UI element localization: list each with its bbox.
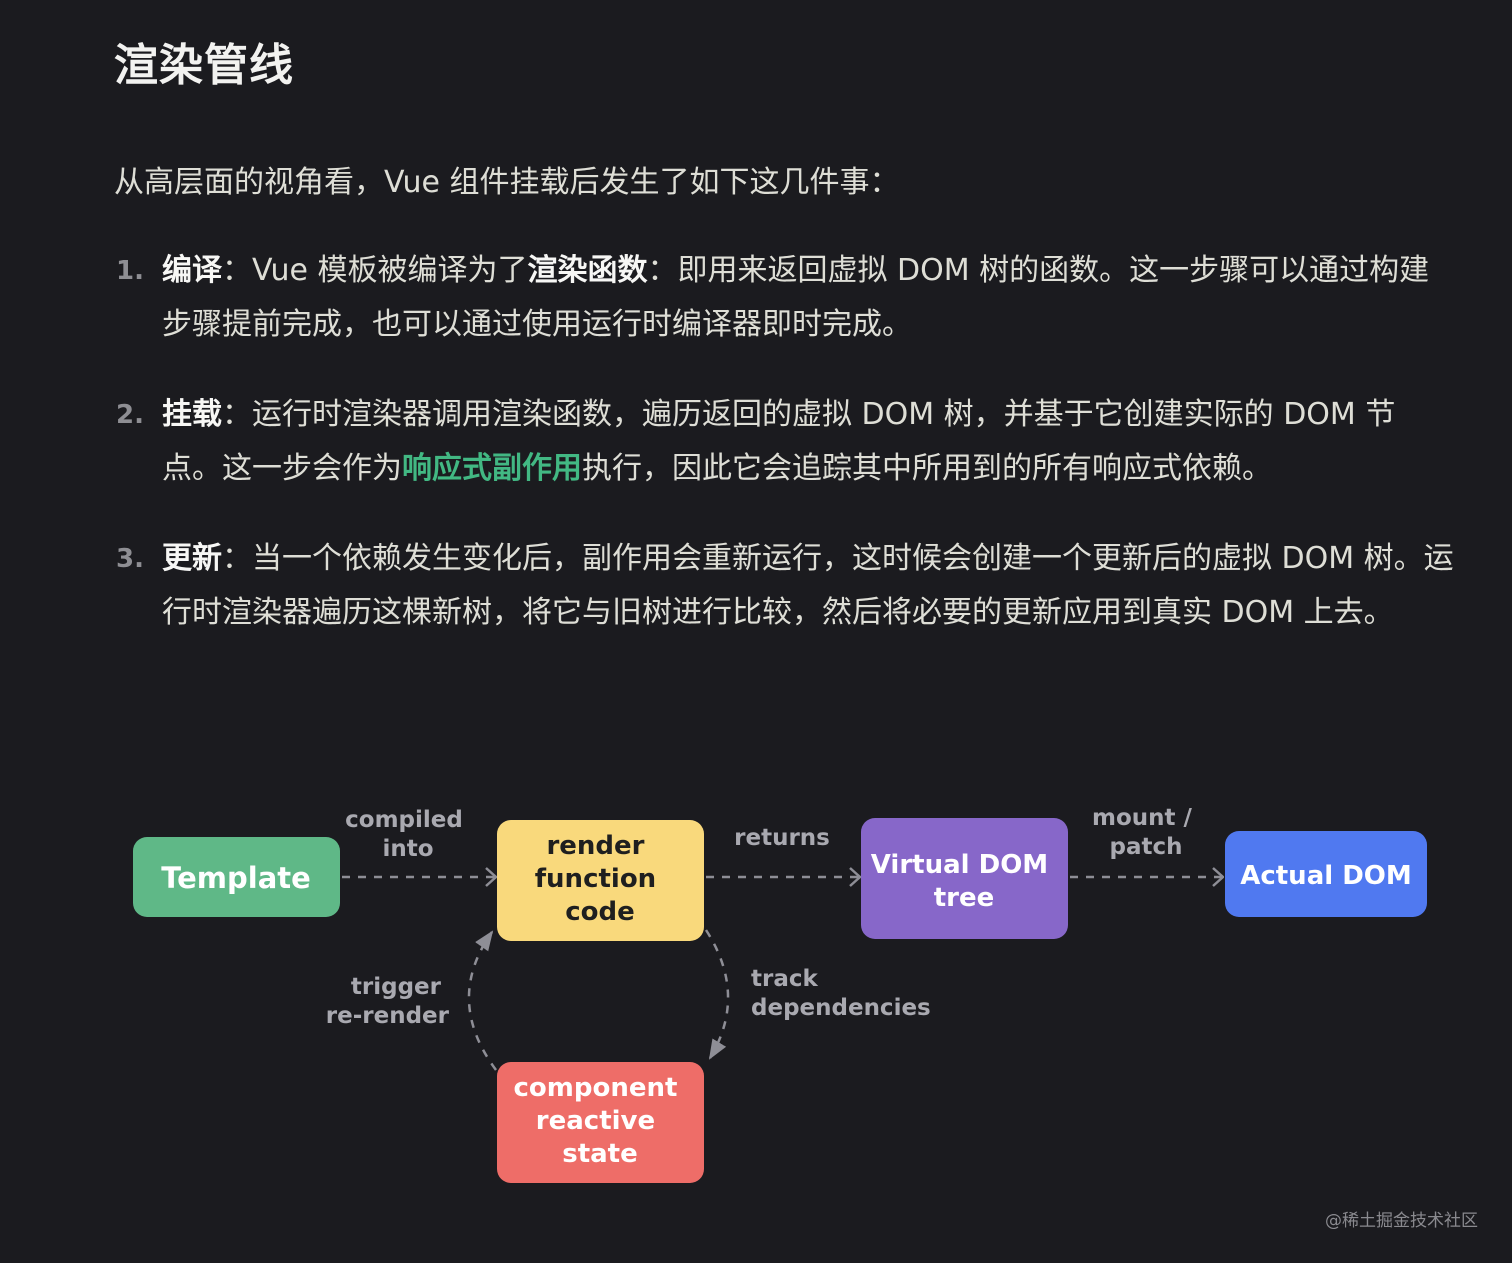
step-item: 1. 编译：Vue 模板被编译为了渲染函数：即用来返回虚拟 DOM 树的函数。这… <box>114 244 1454 352</box>
step-text: 执行，因此它会追踪其中所用到的所有响应式依赖。 <box>582 451 1272 486</box>
svg-text:mount / patch: mount / patch <box>1092 805 1200 860</box>
node-vdom-label-line: tree <box>934 883 995 913</box>
step-emphasis: 渲染函数 <box>527 253 648 288</box>
render-pipeline-diagram: Template render function code Virtual DO… <box>133 805 1427 1183</box>
edge-track-arrow <box>704 929 730 1060</box>
edge-compiled-label: compiled <box>345 807 463 833</box>
edge-track-label: track <box>751 966 818 992</box>
node-vdom-label-line: Virtual DOM <box>871 850 1048 880</box>
node-actual-dom: Actual DOM <box>1225 831 1427 917</box>
step-number: 1. <box>116 256 144 286</box>
step-separator: ： <box>222 541 252 576</box>
node-state-label-line: component <box>514 1073 678 1103</box>
step-number: 2. <box>116 400 144 430</box>
svg-text:track dependencies: track dependencies <box>751 966 931 1021</box>
step-term: 编译 <box>162 253 222 288</box>
svg-text:Virtual DOM tree: Virtual DOM tree <box>871 850 1057 913</box>
node-vdom-box <box>861 818 1068 939</box>
node-render-box <box>497 820 704 941</box>
step-body: 运行时渲染器调用渲染函数，遍历返回的虚拟 DOM 树，并基于它创建实际的 DOM… <box>162 397 1395 486</box>
node-virtual-dom: Virtual DOM tree <box>861 818 1068 939</box>
step-number: 3. <box>116 544 144 574</box>
edge-compiled-label: into <box>382 836 433 862</box>
edge-mount-label: patch <box>1110 834 1183 860</box>
node-state-label-line: state <box>562 1139 638 1169</box>
node-reactive-state: component reactive state <box>497 1062 704 1183</box>
svg-text:Template: Template <box>161 861 311 895</box>
edge-returns-label: returns <box>734 825 830 851</box>
step-term: 更新 <box>162 541 222 576</box>
edge-track-label: dependencies <box>751 995 931 1021</box>
steps-list: 1. 编译：Vue 模板被编译为了渲染函数：即用来返回虚拟 DOM 树的函数。这… <box>114 244 1454 676</box>
node-state-box <box>497 1062 704 1183</box>
node-template: Template <box>133 837 340 917</box>
step-text: 运行时渲染器调用渲染函数，遍历返回的虚拟 DOM 树，并基于它创建实际的 DOM… <box>162 397 1396 486</box>
step-text: 当一个依赖发生变化后，副作用会重新运行，这时候会创建一个更新后的虚拟 DOM 树… <box>162 541 1454 630</box>
step-term: 挂载 <box>162 397 222 432</box>
node-render-label-line: render <box>546 831 644 861</box>
svg-text:compiled into: compiled into <box>345 807 471 862</box>
step-text: Vue 模板被编译为了 <box>252 253 528 288</box>
edge-trigger-label: trigger <box>351 974 442 1000</box>
node-actual-label: Actual DOM <box>1240 861 1412 891</box>
node-template-label: Template <box>161 861 311 895</box>
edge-trigger-arrow <box>467 930 498 1071</box>
step-body: Vue 模板被编译为了渲染函数：即用来返回虚拟 DOM 树的函数。这一步骤可以通… <box>162 253 1429 342</box>
svg-text:Actual DOM: Actual DOM <box>1240 861 1412 891</box>
watermark: @稀土掘金技术社区 <box>1325 1211 1478 1231</box>
node-state-label-line: reactive <box>536 1106 655 1136</box>
node-template-box <box>133 837 340 917</box>
step-body: 当一个依赖发生变化后，副作用会重新运行，这时候会创建一个更新后的虚拟 DOM 树… <box>162 541 1454 630</box>
node-actual-box <box>1225 831 1427 917</box>
step-separator: ： <box>222 397 252 432</box>
page-title: 渲染管线 <box>114 40 294 91</box>
step-separator: ： <box>222 253 252 288</box>
step-item: 3. 更新：当一个依赖发生变化后，副作用会重新运行，这时候会创建一个更新后的虚拟… <box>114 532 1454 640</box>
svg-text:render function co: render function code <box>535 831 666 927</box>
step-text: ：即用来返回虚拟 DOM 树的函数。这一步骤可以通过构建步骤提前完成，也可以通过… <box>162 253 1430 342</box>
node-render-label-line: function <box>535 864 656 894</box>
node-render-function: render function code <box>497 820 704 941</box>
reactive-effect-link[interactable]: 响应式副作用 <box>402 451 582 486</box>
svg-text:component reactive: component reactive state <box>514 1073 687 1169</box>
edge-mount-label: mount / <box>1092 805 1193 831</box>
node-render-label-line: code <box>565 897 635 927</box>
svg-text:trigger re-render: trigger re-render <box>326 974 450 1029</box>
step-item: 2. 挂载：运行时渲染器调用渲染函数，遍历返回的虚拟 DOM 树，并基于它创建实… <box>114 388 1454 496</box>
intro-paragraph: 从高层面的视角看，Vue 组件挂载后发生了如下这几件事： <box>114 165 900 200</box>
edge-trigger-label: re-render <box>326 1003 450 1029</box>
svg-text:returns: returns <box>734 825 830 851</box>
